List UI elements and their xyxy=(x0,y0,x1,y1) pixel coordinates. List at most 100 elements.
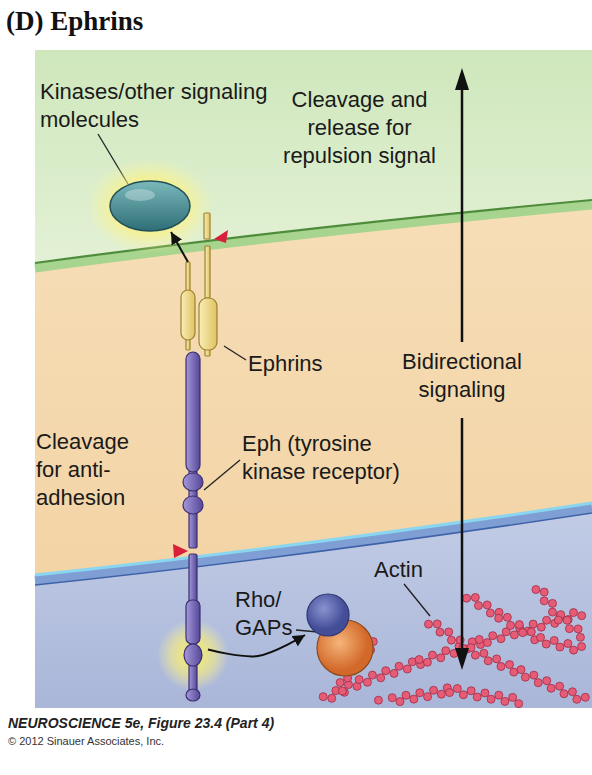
annotation-label: Cleavage for anti-adhesion xyxy=(36,428,144,512)
actin-bead xyxy=(519,629,527,637)
leader-line xyxy=(204,460,240,490)
membrane-line xyxy=(35,503,592,575)
actin-bead xyxy=(560,690,568,698)
actin-bead xyxy=(483,639,491,647)
actin-bead xyxy=(527,628,535,636)
figure-caption: NEUROSCIENCE 5e, Figure 23.4 (Part 4) xyxy=(8,714,274,732)
actin-bead xyxy=(382,667,390,675)
actin-bead xyxy=(395,662,403,670)
actin-bead xyxy=(437,654,445,662)
actin-bead xyxy=(573,695,581,703)
actin-bead xyxy=(355,676,363,684)
actin-bead xyxy=(430,686,438,694)
actin-bead xyxy=(410,695,418,703)
actin-bead xyxy=(415,656,423,664)
annotation-label: Cleavage and release for repulsion signa… xyxy=(262,86,457,170)
rho-protein xyxy=(307,594,349,636)
eph-receptor: Eph (tyrosine kinase receptor) xyxy=(178,352,208,702)
receptor-domain xyxy=(184,644,202,666)
actin-bead xyxy=(509,693,517,701)
actin-bead xyxy=(471,651,479,659)
actin-bead xyxy=(507,621,515,629)
extracellular-space xyxy=(35,50,592,708)
shape-outline xyxy=(178,352,208,702)
actin-bead xyxy=(515,621,523,629)
actin-bead xyxy=(521,673,529,681)
receptor-segment xyxy=(186,352,200,472)
actin-bead xyxy=(336,679,344,687)
ephrin-protein xyxy=(205,246,210,298)
actin-bead xyxy=(319,693,327,701)
signal-arrow xyxy=(171,232,188,262)
actin-bead xyxy=(578,643,586,651)
actin-bead xyxy=(540,588,548,596)
actin-bead xyxy=(487,695,495,703)
actin-bead xyxy=(529,620,537,628)
actin-bead xyxy=(517,666,525,674)
signal-arrow xyxy=(461,418,464,652)
actin-bead xyxy=(497,662,505,670)
actin-bead xyxy=(473,693,481,701)
actin-bead xyxy=(396,698,404,706)
actin-bead xyxy=(542,640,550,648)
actin-bead xyxy=(503,613,511,621)
actin-bead xyxy=(463,594,471,602)
ephrin-ligand: Ephrins xyxy=(176,262,222,356)
lower-cell xyxy=(35,508,592,708)
actin-bead xyxy=(445,628,453,636)
ephrin-protein xyxy=(186,262,190,292)
signaling-molecule: Kinases/other signaling molecules xyxy=(108,180,192,232)
arrow-head xyxy=(455,68,469,90)
actin-bead xyxy=(428,651,436,659)
node-label: Rho/ GAPs xyxy=(235,586,299,642)
cleavage-marker xyxy=(214,230,228,243)
actin-bead xyxy=(543,677,551,685)
actin-bead xyxy=(423,658,431,666)
actin-bead xyxy=(433,620,441,628)
actin-bead xyxy=(505,661,513,669)
actin-bead xyxy=(495,614,503,622)
shape-outline xyxy=(176,262,222,356)
ephrin-protein xyxy=(204,213,210,239)
actin-bead xyxy=(453,685,461,693)
actin-bead xyxy=(402,691,410,699)
actin-bead xyxy=(483,601,491,609)
node-label: Kinases/other signaling molecules xyxy=(40,78,300,134)
actin-bead xyxy=(495,691,503,699)
actin-bead xyxy=(442,647,450,655)
actin-bead xyxy=(436,628,444,636)
leader-line xyxy=(224,346,246,360)
figure-title: (D) Ephrins xyxy=(6,4,143,38)
receptor-domain xyxy=(183,496,203,514)
actin-bead xyxy=(459,691,467,699)
actin-bead xyxy=(425,620,433,628)
actin-bead xyxy=(424,693,432,701)
kinase-oval xyxy=(110,181,190,231)
actin-bead xyxy=(403,665,411,673)
actin-bead xyxy=(510,631,518,639)
actin-bead xyxy=(578,612,586,620)
cleavage-marker xyxy=(173,544,188,558)
actin-bead xyxy=(556,643,564,651)
signal-arrow xyxy=(208,635,305,656)
receptor-domain xyxy=(186,689,200,701)
actin-bead xyxy=(338,687,346,695)
actin-bead xyxy=(554,616,562,624)
ephrin-protein xyxy=(181,290,195,340)
actin-bead xyxy=(576,633,584,641)
actin-bead xyxy=(515,700,523,708)
actin-bead xyxy=(374,696,382,704)
actin-bead xyxy=(570,609,578,617)
actin-bead xyxy=(547,684,555,692)
actin-bead xyxy=(534,679,542,687)
actin-bead xyxy=(489,632,497,640)
actin-bead xyxy=(368,671,376,679)
receptor-domain xyxy=(183,473,203,491)
shape-outline xyxy=(305,592,375,678)
actin-bead xyxy=(475,636,483,644)
actin-bead xyxy=(501,697,509,705)
actin-bead xyxy=(493,655,501,663)
arrow-head xyxy=(455,648,469,670)
receptor-segment xyxy=(186,600,200,644)
